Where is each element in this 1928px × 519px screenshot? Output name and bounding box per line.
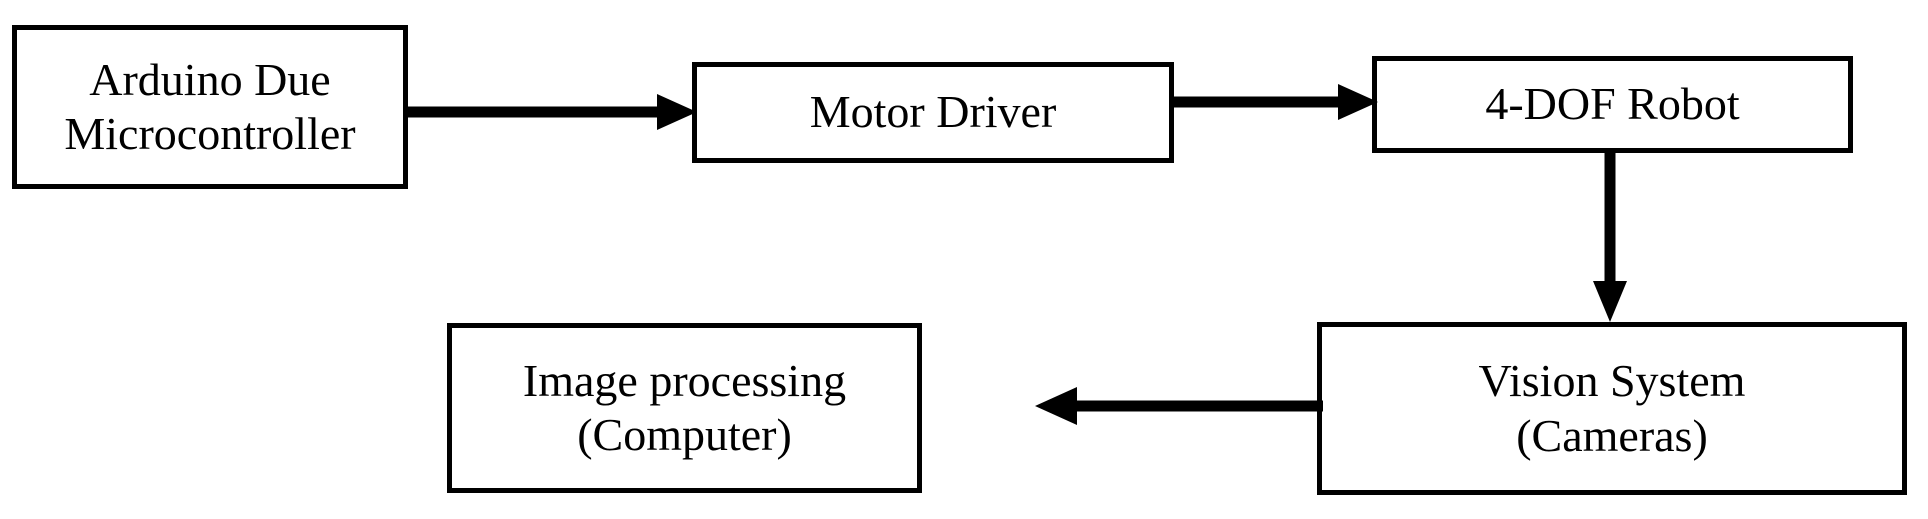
node-image-processing-computer[interactable]: Image processing (Computer) <box>447 323 922 493</box>
node-label-line2: (Cameras) <box>1516 409 1708 461</box>
node-motor-driver[interactable]: Motor Driver <box>692 62 1174 163</box>
node-arduino-due-microcontroller[interactable]: Arduino Due Microcontroller <box>12 25 408 189</box>
connector-motor-driver-to-robot <box>1170 82 1378 122</box>
connector-arduino-to-motor-driver <box>405 92 697 132</box>
arrow-right-icon <box>1170 84 1378 120</box>
node-vision-system-cameras[interactable]: Vision System (Cameras) <box>1317 322 1907 495</box>
node-label-line2: Microcontroller <box>64 108 356 159</box>
arrow-right-icon <box>405 94 697 130</box>
node-label-line1: Arduino Due <box>89 53 331 105</box>
node-label-line2: (Computer) <box>577 409 792 460</box>
arrow-down-icon <box>1593 150 1627 322</box>
arrow-left-icon <box>1035 387 1323 425</box>
node-label-line1: Motor Driver <box>809 86 1057 138</box>
connector-vision-system-to-image-processing <box>1035 386 1323 426</box>
connector-robot-to-vision-system <box>1590 150 1630 322</box>
node-label-line1: 4-DOF Robot <box>1485 78 1740 130</box>
node-label-line1: Image processing <box>522 354 847 406</box>
node-label-line1: Vision System <box>1478 355 1746 407</box>
node-4-dof-robot[interactable]: 4-DOF Robot <box>1372 56 1853 153</box>
